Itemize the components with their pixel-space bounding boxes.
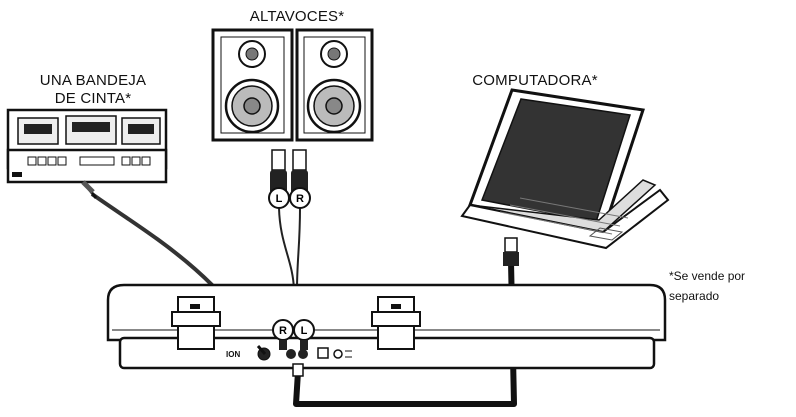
plug-left-letter: L: [276, 193, 283, 205]
tape-deck-label-line2: DE CINTA*: [54, 90, 132, 107]
turntable: ION: [106, 283, 667, 370]
tape-deck-label: UNA BANDEJA DE CINTA*: [18, 72, 168, 108]
plug-right-bottom-letter: L: [301, 325, 308, 337]
tape-deck-label-line1: UNA BANDEJA: [39, 72, 147, 89]
sold-separately-line1: *Se vende por: [669, 269, 746, 283]
plug-left-bottom-letter: R: [279, 325, 287, 337]
speakers-label: ALTAVOCES*: [249, 8, 345, 25]
tape-deck-jack: [81, 180, 98, 199]
usb-plug: [503, 237, 519, 266]
rca-plug-left-top: L: [268, 149, 290, 209]
plug-right-letter: R: [296, 193, 304, 205]
sold-separately-note: *Se vende por separado: [669, 266, 745, 306]
sold-separately-line2: separado: [669, 289, 720, 303]
rca-plug-right-top: R: [289, 149, 311, 209]
speaker-left: [211, 28, 294, 142]
rca-plug-left-bottom: R: [272, 319, 294, 350]
tape-deck: [6, 108, 168, 184]
brand-logo: ION: [226, 350, 240, 359]
rca-plug-right-bottom: L: [293, 319, 315, 350]
tape-jack-turntable: [256, 345, 267, 355]
usb-plug-turntable: [292, 363, 304, 377]
laptop: [460, 88, 670, 250]
speaker-right: [295, 28, 374, 142]
computer-label: COMPUTADORA*: [472, 72, 598, 89]
